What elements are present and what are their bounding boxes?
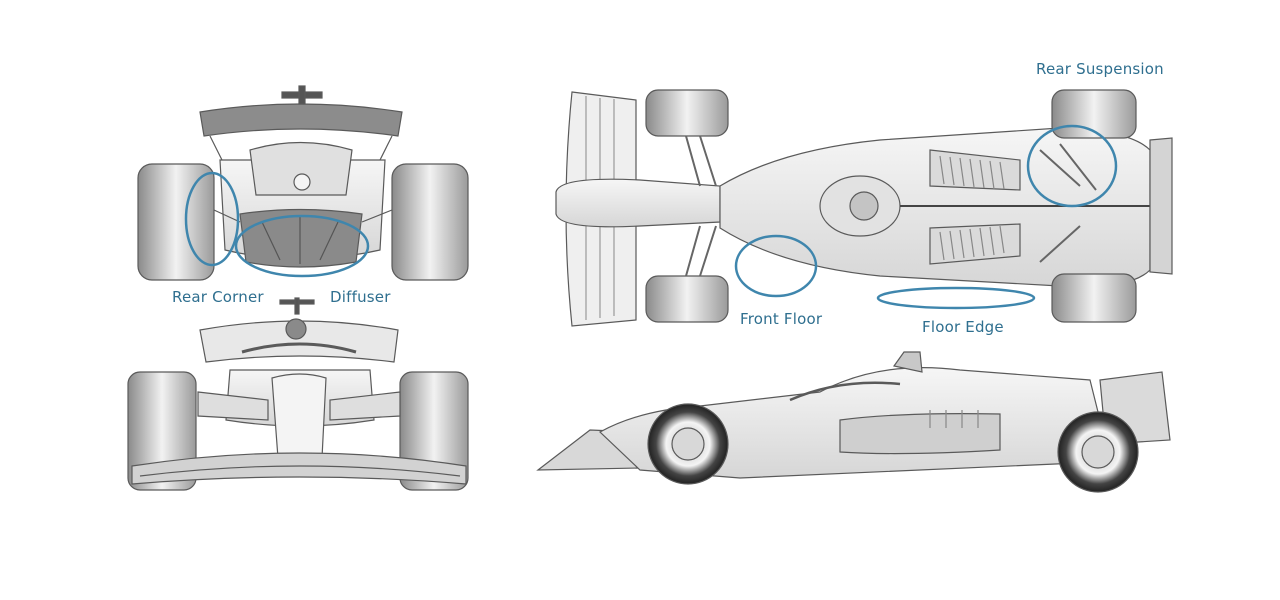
rear-suspension-label: Rear Suspension (1036, 60, 1164, 78)
rear-corner-label: Rear Corner (172, 288, 264, 306)
rear-corner-callout (184, 171, 240, 267)
floor-edge-callout (876, 286, 1036, 310)
rear-view (137, 85, 469, 281)
diffuser-callout (234, 214, 370, 278)
diffuser-label: Diffuser (330, 288, 391, 306)
front-floor-label: Front Floor (740, 310, 823, 328)
front-view (127, 297, 469, 491)
floor-edge-label: Floor Edge (922, 318, 1004, 336)
top-view (555, 89, 1173, 327)
front-floor-callout (734, 234, 818, 298)
side-view (536, 351, 1171, 493)
rear-suspension-callout (1026, 124, 1118, 208)
